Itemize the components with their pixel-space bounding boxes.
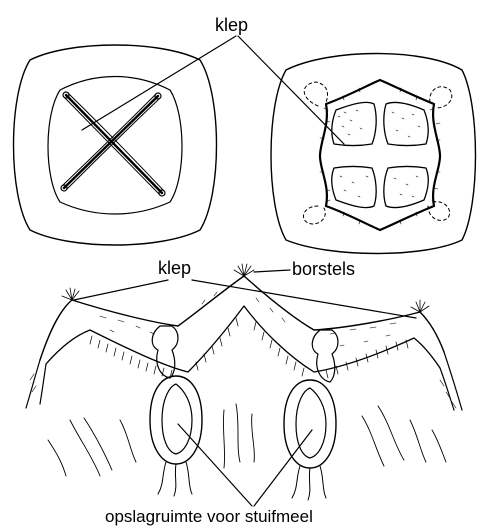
open-flower-diagram [271,54,476,254]
opened-valve-outline [320,80,440,230]
leader-line [178,424,252,506]
leader-line [74,280,168,300]
dashed-lobe [304,82,327,106]
leader-line [192,280,416,318]
storage-leaders [178,424,312,506]
leader-line [254,270,290,272]
surface-strokes [100,286,396,346]
wall-strokes [30,374,456,408]
label-klep-top: klep [215,16,248,34]
label-klep-middle: klep [158,259,191,277]
pollen-chamber-left [150,376,202,464]
tissue-strokes [48,404,446,476]
leader-line [254,430,312,506]
closed-flower-diagram [14,45,217,245]
left-wall [26,360,46,408]
leader-line [238,36,344,144]
label-borstels: borstels [292,260,355,278]
valve-petal [384,167,428,208]
valve-petal [384,102,428,145]
valve-petal [332,167,376,208]
dashed-lobe [428,202,450,221]
pollen-chamber-left-inner [162,384,192,454]
edge-hatching [320,88,440,224]
dashed-lobe [303,206,325,224]
pollen-chamber-right [284,380,336,468]
column-right [312,330,338,382]
column-left [152,326,178,378]
label-storage: opslagruimte voor stuifmeel [105,508,313,525]
right-wall [440,352,462,410]
bristles [62,264,429,312]
longitudinal-section [26,264,462,500]
pollen-chamber-right-inner [296,388,326,458]
stipple-shading [338,110,420,197]
valve-arch-inner [46,306,440,372]
leader-line [82,36,236,130]
